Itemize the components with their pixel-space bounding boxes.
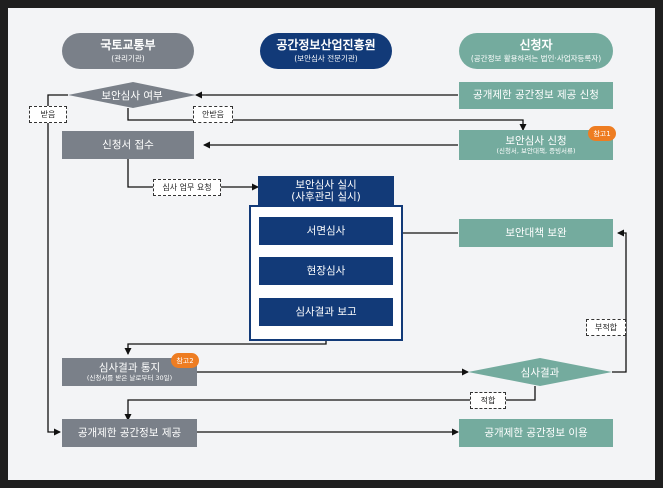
node-security-review-conduct-line1: 보안심사 실시 [295, 178, 357, 191]
node-review-report: 심사결과 보고 [259, 298, 393, 326]
label-received: 받음 [29, 106, 67, 123]
arrow-result-unsuitable [612, 229, 627, 373]
arrow-decision-received [47, 94, 68, 436]
node-restricted-data-request-label: 공개제한 공간정보 제공 신청 [473, 89, 599, 102]
header-institute: 공간정보산업진흥원 (보안심사 전문기관) [260, 33, 392, 69]
header-molit-subtitle: (관리기관) [111, 53, 145, 63]
decision-review-result: 심사결과 [520, 366, 560, 379]
badge-ref2: 참고2 [171, 353, 199, 368]
node-security-review-application: 보안심사 신청 (신청서, 보안대책, 증빙서류) [459, 130, 613, 160]
arrow-result-suitable [124, 386, 536, 421]
node-onsite-review: 현장심사 [259, 257, 393, 285]
header-molit-title: 국토교통부 [100, 37, 156, 52]
node-result-notification: 심사결과 통지 (신청서를 받은 날로부터 30일) [62, 358, 197, 386]
decision-security-review: 보안심사 여부 [101, 89, 163, 102]
node-security-measures-supplement-label: 보안대책 보완 [505, 226, 567, 239]
badge-ref1: 참고1 [588, 126, 616, 141]
node-provide-restricted-data: 공개제한 공간정보 제공 [62, 419, 197, 447]
header-applicant-subtitle: (공간정보 활용하려는 법인·사업자등록자) [470, 53, 602, 63]
arrow-decision-not-received [127, 108, 527, 131]
node-document-review: 서면심사 [259, 217, 393, 245]
header-institute-subtitle: (보안심사 전문기관) [294, 53, 358, 63]
node-security-review-application-title: 보안심사 신청 [505, 134, 567, 147]
node-result-notification-title: 심사결과 통지 [98, 361, 161, 374]
node-provide-restricted-data-label: 공개제한 공간정보 제공 [77, 426, 182, 439]
node-security-review-conduct: 보안심사 실시 (사후관리 실시) [258, 176, 394, 206]
header-applicant-title: 신청자 [519, 37, 553, 52]
node-restricted-data-request: 공개제한 공간정보 제공 신청 [459, 82, 613, 109]
label-not-received: 안받음 [193, 106, 233, 123]
node-onsite-review-label: 현장심사 [306, 264, 346, 277]
label-unsuitable: 부적합 [586, 319, 626, 336]
label-suitable: 적합 [470, 392, 506, 409]
header-molit: 국토교통부 (관리기관) [62, 33, 194, 69]
node-use-restricted-data: 공개제한 공간정보 이용 [459, 419, 613, 447]
header-institute-title: 공간정보산업진흥원 [276, 37, 376, 52]
node-use-restricted-data-label: 공개제한 공간정보 이용 [484, 426, 588, 439]
result-diamond-shape [468, 358, 612, 386]
node-result-notification-subtitle: (신청서를 받은 날로부터 30일) [86, 373, 173, 382]
node-application-receipt-label: 신청서 접수 [102, 138, 154, 151]
node-security-review-conduct-line2: (사후관리 실시) [291, 191, 361, 203]
node-security-measures-supplement: 보안대책 보완 [459, 219, 613, 247]
node-application-receipt: 신청서 접수 [62, 131, 194, 159]
header-applicant: 신청자 (공간정보 활용하려는 법인·사업자등록자) [459, 33, 613, 69]
label-review-request: 심사 업무 요청 [153, 179, 221, 196]
flowchart-canvas: 국토교통부 (관리기관) 공간정보산업진흥원 (보안심사 전문기관) 신청자 (… [8, 8, 655, 480]
node-review-report-label: 심사결과 보고 [295, 305, 357, 318]
decision-diamond-shape [68, 82, 196, 108]
flow-connectors [47, 82, 627, 436]
node-security-review-application-subtitle: (신청서, 보안대책, 증빙서류) [496, 146, 576, 155]
node-document-review-label: 서면심사 [306, 224, 346, 237]
